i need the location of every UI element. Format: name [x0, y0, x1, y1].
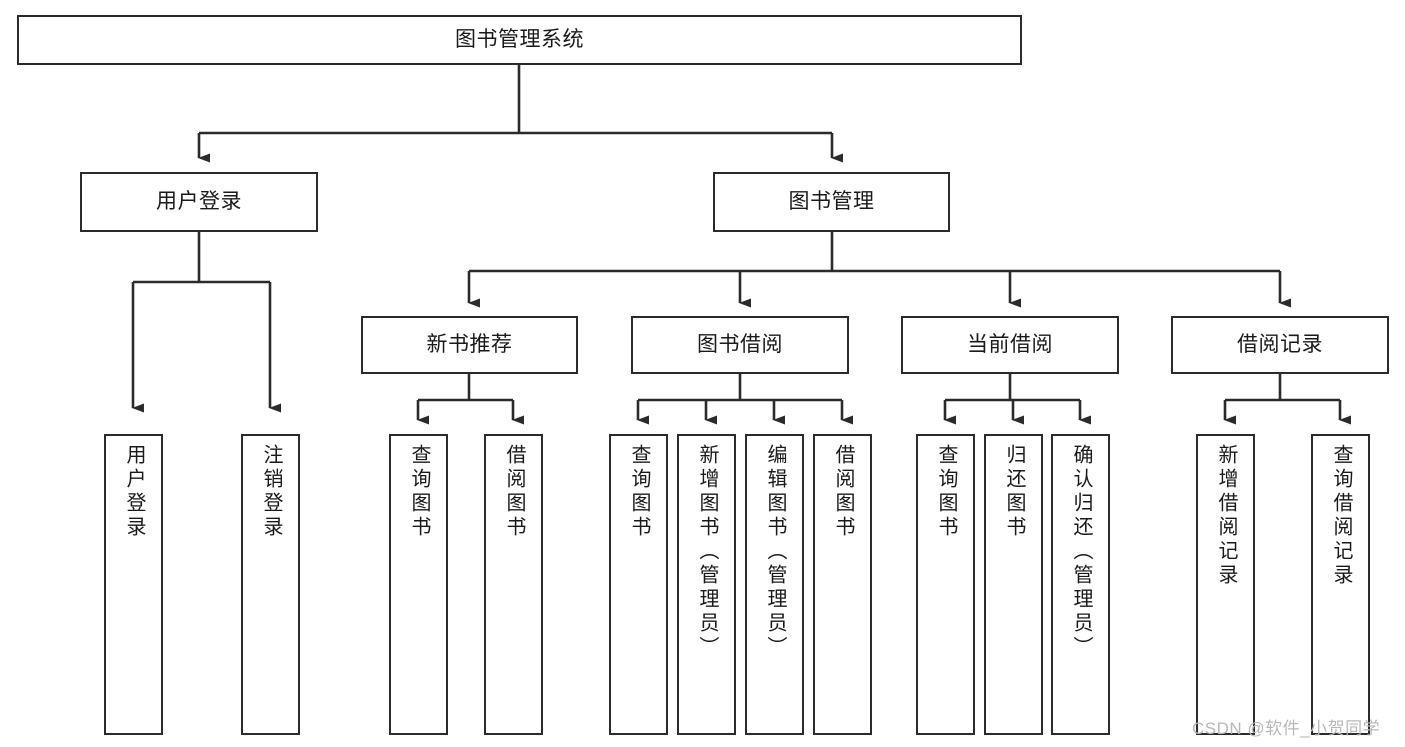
- leaf-add-book-label: 新增图书（管理员）: [696, 444, 718, 660]
- leaf-query-book-1-label: 查询图书: [408, 444, 430, 540]
- leaf-borrow-book-2[interactable]: 借阅图书: [813, 434, 872, 735]
- node-borrow-record-label: 借阅记录: [1237, 333, 1323, 357]
- node-book-borrow-label: 图书借阅: [697, 333, 783, 357]
- node-book-manage-label: 图书管理: [788, 190, 875, 214]
- leaf-logout[interactable]: 注销登录: [241, 434, 300, 735]
- leaf-user-login[interactable]: 用户登录: [104, 434, 163, 735]
- node-new-book-recommend-label: 新书推荐: [426, 333, 513, 357]
- node-new-book-recommend[interactable]: 新书推荐: [361, 316, 578, 374]
- leaf-borrow-book-2-label: 借阅图书: [832, 444, 854, 540]
- leaf-logout-label: 注销登录: [260, 444, 282, 540]
- node-current-borrow[interactable]: 当前借阅: [901, 316, 1119, 374]
- leaf-return-book-label: 归还图书: [1003, 444, 1025, 540]
- leaf-borrow-book-1-label: 借阅图书: [503, 444, 525, 540]
- leaf-query-book-1[interactable]: 查询图书: [389, 434, 448, 735]
- leaf-query-book-2-label: 查询图书: [628, 444, 650, 540]
- leaf-query-record[interactable]: 查询借阅记录: [1311, 434, 1370, 735]
- leaf-add-record-label: 新增借阅记录: [1215, 444, 1237, 588]
- leaf-edit-book-label: 编辑图书（管理员）: [764, 444, 786, 660]
- node-book-borrow[interactable]: 图书借阅: [631, 316, 849, 374]
- leaf-borrow-book-1[interactable]: 借阅图书: [484, 434, 543, 735]
- leaf-add-book[interactable]: 新增图书（管理员）: [677, 434, 736, 735]
- node-user-login[interactable]: 用户登录: [80, 172, 318, 232]
- leaf-query-book-3-label: 查询图书: [935, 444, 957, 540]
- node-root-label: 图书管理系统: [455, 28, 584, 52]
- leaf-confirm-return-label: 确认归还（管理员）: [1070, 444, 1092, 660]
- leaf-user-login-label: 用户登录: [123, 444, 145, 540]
- leaf-query-record-label: 查询借阅记录: [1330, 444, 1352, 588]
- node-root[interactable]: 图书管理系统: [17, 15, 1022, 65]
- leaf-add-record[interactable]: 新增借阅记录: [1196, 434, 1255, 735]
- node-book-manage[interactable]: 图书管理: [713, 172, 950, 232]
- leaf-query-book-2[interactable]: 查询图书: [609, 434, 668, 735]
- node-user-login-label: 用户登录: [156, 190, 242, 214]
- leaf-return-book[interactable]: 归还图书: [984, 434, 1043, 735]
- leaf-confirm-return[interactable]: 确认归还（管理员）: [1051, 434, 1110, 735]
- leaf-query-book-3[interactable]: 查询图书: [916, 434, 975, 735]
- node-borrow-record[interactable]: 借阅记录: [1171, 316, 1389, 374]
- node-current-borrow-label: 当前借阅: [967, 333, 1053, 357]
- leaf-edit-book[interactable]: 编辑图书（管理员）: [745, 434, 804, 735]
